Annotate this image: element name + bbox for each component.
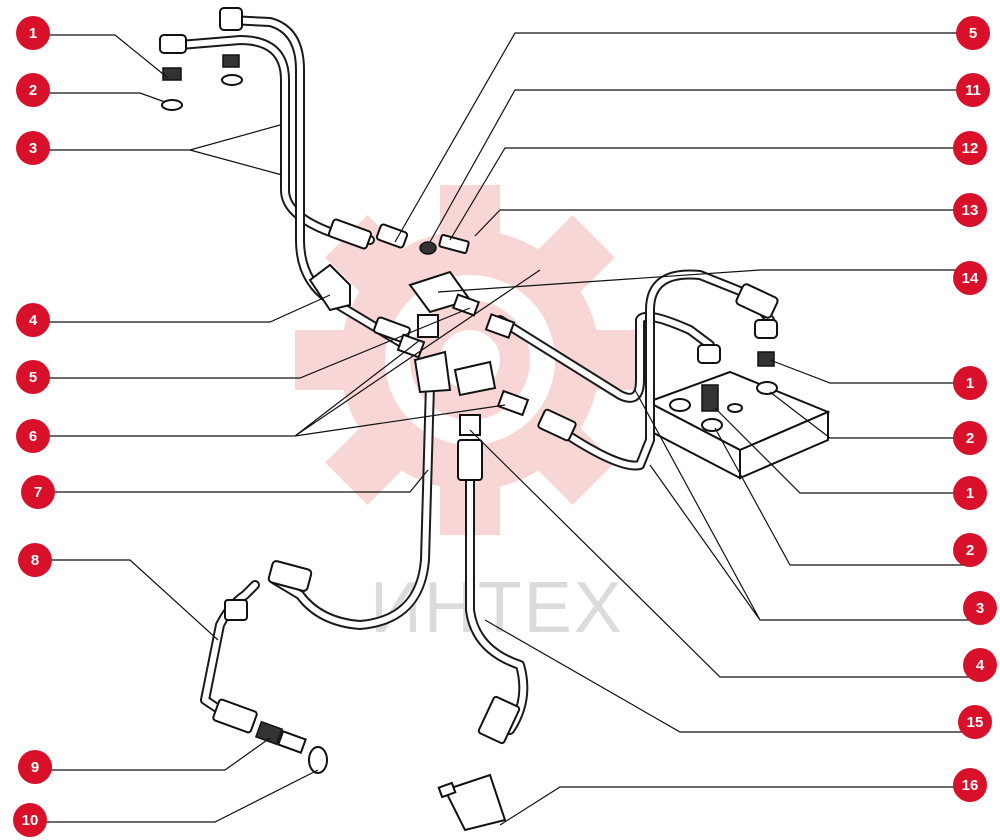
callout-3: 3: [16, 131, 50, 165]
svg-text:5: 5: [969, 25, 977, 42]
callout-10: 10: [13, 803, 47, 837]
svg-text:7: 7: [34, 484, 42, 501]
callout-1: 1: [16, 16, 50, 50]
callout-2-right-a: 2: [953, 421, 987, 455]
watermark-text: ИНТЕХ: [370, 568, 624, 648]
callout-7: 7: [21, 475, 55, 509]
svg-text:8: 8: [31, 552, 39, 569]
callout-9: 9: [18, 750, 52, 784]
svg-text:3: 3: [976, 600, 984, 617]
leader-lines: [35, 32, 973, 826]
svg-text:2: 2: [966, 430, 974, 447]
callouts-left: 1 2 3 4 5 6 7 8: [13, 16, 55, 837]
svg-text:3: 3: [29, 140, 37, 157]
svg-text:2: 2: [29, 82, 37, 99]
mounting-block: [645, 370, 831, 480]
callout-14: 14: [953, 261, 987, 295]
callout-13: 13: [953, 193, 987, 227]
svg-text:4: 4: [976, 657, 985, 674]
callout-11: 11: [956, 73, 990, 107]
svg-text:1: 1: [966, 485, 974, 502]
callouts-right: 5 11 12 13 14 1 2 1: [953, 16, 997, 802]
svg-text:4: 4: [29, 312, 38, 329]
svg-text:15: 15: [967, 714, 984, 731]
callout-1-right-b: 1: [953, 476, 987, 510]
svg-text:9: 9: [31, 759, 39, 776]
callout-2: 2: [16, 73, 50, 107]
svg-text:1: 1: [966, 375, 974, 392]
svg-text:6: 6: [29, 428, 37, 445]
svg-text:13: 13: [962, 202, 979, 219]
svg-text:12: 12: [962, 140, 979, 157]
callout-5-right: 5: [956, 16, 990, 50]
callout-6: 6: [16, 419, 50, 453]
callout-2-right-b: 2: [953, 533, 987, 567]
svg-text:2: 2: [966, 542, 974, 559]
callout-15: 15: [958, 705, 992, 739]
svg-text:14: 14: [962, 270, 979, 287]
callout-4-right: 4: [963, 648, 997, 682]
svg-text:10: 10: [22, 812, 39, 829]
callout-16: 16: [953, 768, 987, 802]
svg-text:5: 5: [29, 369, 37, 386]
fittings: [159, 7, 779, 832]
callout-4: 4: [16, 303, 50, 337]
svg-text:1: 1: [29, 25, 37, 42]
callout-8: 8: [18, 543, 52, 577]
callout-1-right-a: 1: [953, 366, 987, 400]
callout-5: 5: [16, 360, 50, 394]
svg-text:11: 11: [965, 82, 981, 99]
callout-3-right: 3: [963, 591, 997, 625]
callout-12: 12: [953, 131, 987, 165]
svg-text:16: 16: [962, 777, 979, 794]
